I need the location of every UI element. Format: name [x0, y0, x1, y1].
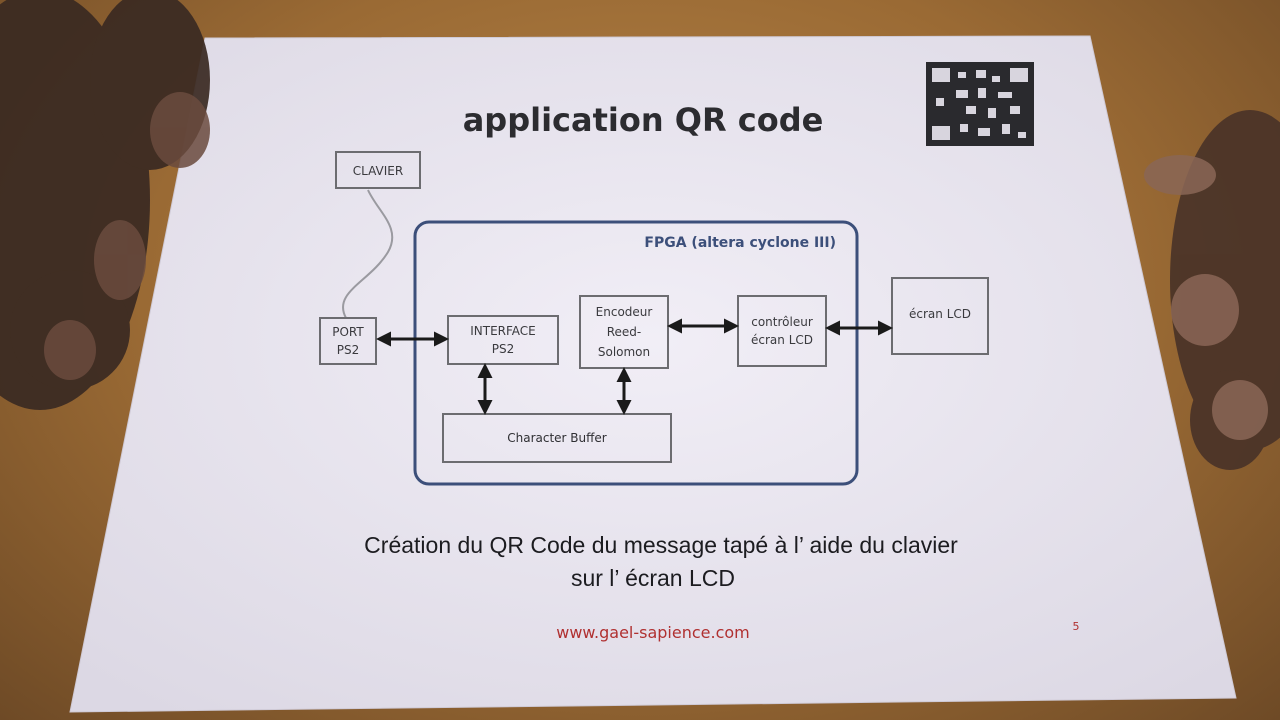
block-clavier-label: CLAVIER [353, 164, 403, 178]
keyboard-cable [342, 189, 394, 319]
fpga-container [413, 220, 859, 486]
block-port-line2: PS2 [337, 343, 360, 357]
caption-line1: Création du QR Code du message tapé à l’… [364, 532, 958, 558]
caption-line2: sur l’ écran LCD [571, 565, 735, 591]
block-buffer-label: Character Buffer [507, 431, 607, 445]
block-encodeur-line1: Encodeur [596, 305, 653, 319]
qr-code-image [926, 62, 1034, 146]
left-hand-fingertips [44, 92, 210, 380]
page-number: 5 [1073, 620, 1080, 633]
slide-title: application QR code [463, 101, 824, 139]
block-encodeur-line2: Reed- [607, 325, 642, 339]
block-character-buffer [442, 413, 672, 463]
block-clavier [335, 151, 421, 189]
block-controleur-line2: écran LCD [751, 333, 813, 347]
block-ecran-lcd [891, 277, 989, 355]
block-ecran-label: écran LCD [909, 307, 971, 321]
website-url: www.gael-sapience.com [556, 623, 750, 642]
block-interface-line2: PS2 [492, 342, 515, 356]
block-port-line1: PORT [332, 325, 364, 339]
paper-sheet [69, 35, 1237, 713]
right-hand-fingertips [1144, 155, 1268, 440]
block-encodeur-line3: Solomon [598, 345, 650, 359]
fpga-label: FPGA (altera cyclone III) [644, 235, 836, 251]
block-controleur-line1: contrôleur [751, 315, 813, 329]
left-hand [0, 0, 210, 410]
block-interface-line1: INTERFACE [470, 324, 536, 338]
